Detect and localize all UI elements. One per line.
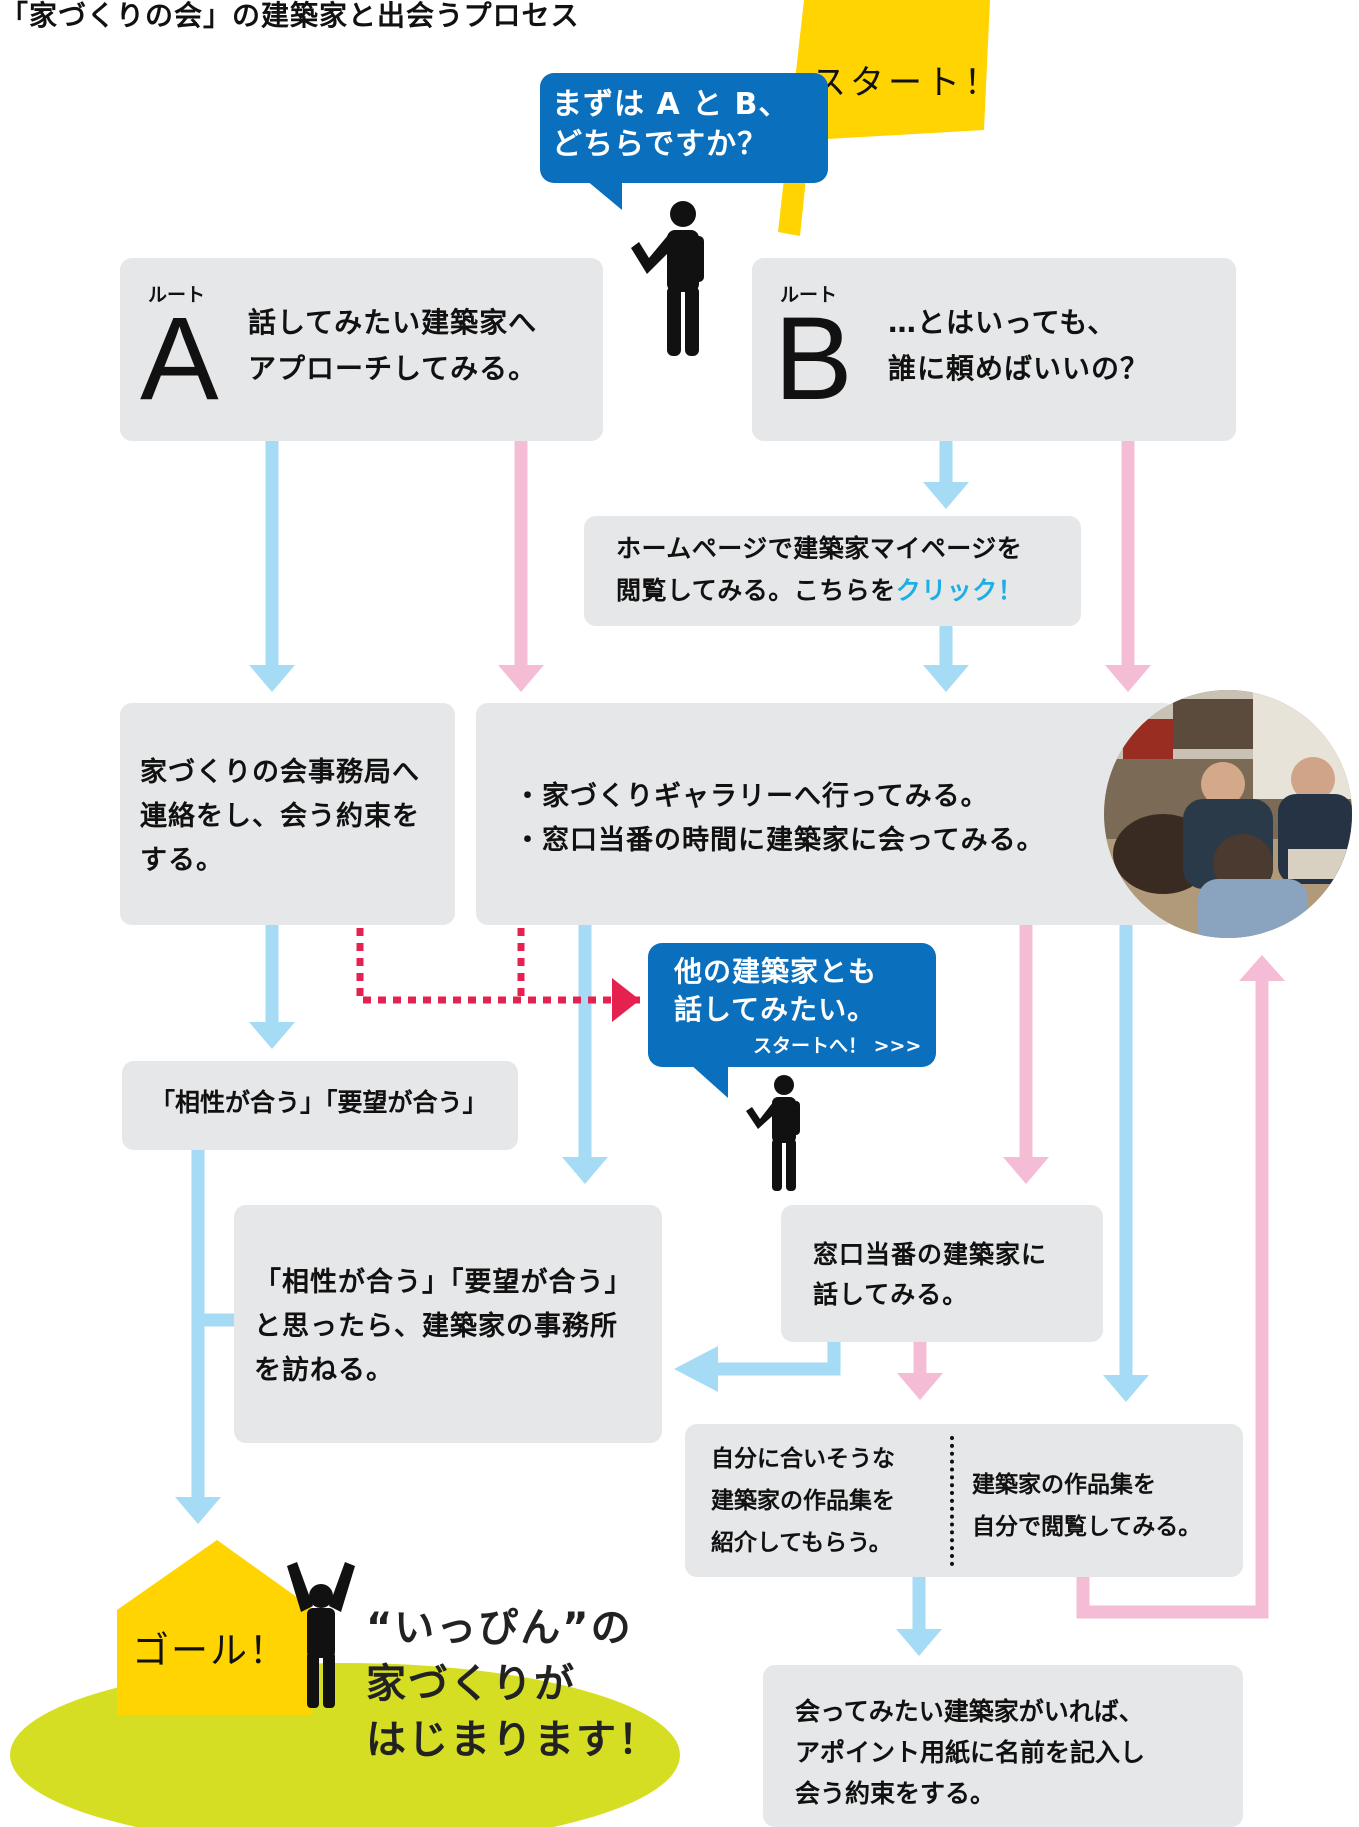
route-b-small-label: ルート xyxy=(780,284,838,306)
person-icon xyxy=(746,1075,800,1191)
visit-line1: 「相性が合う」「要望が合う」 xyxy=(254,1267,633,1298)
compat-box: 「相性が合う」「要望が合う」 xyxy=(122,1061,518,1150)
intro-line2: 建築家の作品集を xyxy=(711,1488,895,1514)
other-bubble-line1: 他の建築家とも xyxy=(674,955,878,988)
office-line1: 家づくりの会事務局へ xyxy=(140,757,420,788)
appoint-box: 会ってみたい建築家がいれば、 アポイント用紙に名前を記入し 会う約束をする。 xyxy=(763,1665,1243,1827)
duty-line2: 話してみる。 xyxy=(813,1280,969,1309)
goal-text-line1: “いっぴん”の xyxy=(366,1605,633,1651)
arrow-duty-visit xyxy=(715,1340,841,1376)
gallery-line2: ・窓口当番の時間に建築家に会ってみる。 xyxy=(514,825,1045,856)
start-bubble-line2: どちらですか？ xyxy=(552,127,769,162)
browse-line1: 建築家の作品集を xyxy=(972,1472,1156,1498)
duty-box: 窓口当番の建築家に 話してみる。 xyxy=(781,1205,1103,1342)
goal-text-line2: 家づくりが xyxy=(366,1661,576,1707)
works-divider xyxy=(950,1436,954,1566)
office-line2: 連絡をし、会う約束を xyxy=(140,801,420,832)
duty-line1: 窓口当番の建築家に xyxy=(813,1240,1048,1269)
office-line3: する。 xyxy=(140,845,224,876)
visit-line3: を訪ねる。 xyxy=(254,1355,394,1386)
appoint-line1: 会ってみたい建築家がいれば、 xyxy=(795,1697,1144,1726)
gallery-box: ・家づくりギャラリーへ行ってみる。 ・窓口当番の時間に建築家に会ってみる。 xyxy=(476,703,1176,925)
browse-line2: 自分で閲覧してみる。 xyxy=(972,1514,1202,1540)
dotted-office xyxy=(356,928,640,1004)
other-architects-bubble[interactable]: 他の建築家とも 話してみたい。 スタートへ！ >>> xyxy=(648,943,936,1067)
start-bubble-line1: まずは A と B、 xyxy=(552,87,790,122)
arrow-browse-loop xyxy=(1076,978,1269,1619)
start-bubble: まずは A と B、 どちらですか？ xyxy=(540,73,828,183)
route-a-line2: アプローチしてみる。 xyxy=(248,352,538,385)
gallery-line1: ・家づくりギャラリーへ行ってみる。 xyxy=(514,781,989,812)
visit-box: 「相性が合う」「要望が合う」 と思ったら、建築家の事務所 を訪ねる。 xyxy=(234,1205,662,1443)
homepage-box: ホームページで建築家マイページを 閲覧してみる。こちらをクリック！ xyxy=(584,516,1081,626)
homepage-line1: ホームページで建築家マイページを xyxy=(616,534,1023,563)
goal-label: ゴール！ xyxy=(132,1629,288,1672)
route-b-line1: …とはいっても、 xyxy=(888,306,1117,339)
house-icon xyxy=(10,1540,680,1827)
other-bubble-tail xyxy=(690,1064,728,1098)
start-bubble-tail xyxy=(586,180,622,210)
back-to-start-link[interactable]: スタートへ！ >>> xyxy=(753,1035,922,1057)
homepage-line2: 閲覧してみる。こちらを xyxy=(616,576,896,605)
compat-text: 「相性が合う」「要望が合う」 xyxy=(150,1088,488,1117)
intro-line3: 紹介してもらう。 xyxy=(711,1530,892,1556)
flag-icon xyxy=(778,0,990,236)
works-box: 自分に合いそうな 建築家の作品集を 紹介してもらう。 建築家の作品集を 自分で閲… xyxy=(685,1424,1243,1577)
route-b-box: ルート B …とはいっても、 誰に頼めばいいの？ xyxy=(752,258,1236,441)
route-a-small-label: ルート xyxy=(148,284,206,306)
photo-people-meeting xyxy=(1104,690,1352,938)
route-a-box: ルート A 話してみたい建築家へ アプローチしてみる。 xyxy=(120,258,603,441)
office-box: 家づくりの会事務局へ 連絡をし、会う約束を する。 xyxy=(120,703,455,925)
start-flag-label: スタート！ xyxy=(812,63,1002,103)
route-a-letter: A xyxy=(140,293,219,425)
appoint-line2: アポイント用紙に名前を記入し xyxy=(795,1738,1146,1767)
visit-line2: と思ったら、建築家の事務所 xyxy=(254,1311,618,1342)
waving-person-icon xyxy=(631,201,704,356)
route-b-letter: B xyxy=(774,293,853,425)
appoint-line3: 会う約束をする。 xyxy=(795,1779,996,1808)
goal-text-line3: はじまります！ xyxy=(366,1717,660,1763)
dotted-arrowhead xyxy=(612,978,640,1022)
click-link[interactable]: クリック！ xyxy=(895,576,1024,605)
page-title: 「家づくりの会」の建築家と出会うプロセス xyxy=(0,0,580,32)
route-b-line2: 誰に頼めばいいの？ xyxy=(888,352,1150,385)
intro-line1: 自分に合いそうな xyxy=(711,1446,895,1472)
route-a-line1: 話してみたい建築家へ xyxy=(248,306,538,339)
cheering-person-icon xyxy=(287,1562,355,1708)
other-bubble-line2: 話してみたい。 xyxy=(674,993,877,1026)
